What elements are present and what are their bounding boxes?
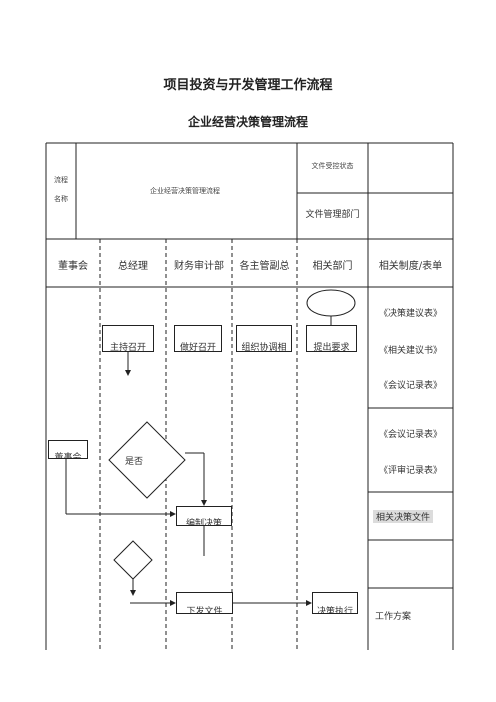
process-label-1: 流程: [54, 176, 68, 184]
process-name: 企业经营决策管理流程: [150, 187, 220, 195]
process-label-2: 名称: [54, 195, 68, 203]
arrowhead-host: [125, 370, 131, 376]
form-meeting-record-2: 《会议记录表》: [378, 430, 442, 440]
file-dept-label: 文件管理部门: [305, 210, 360, 220]
lane-header-board: 董事会: [58, 261, 88, 272]
propose-box: 提出要求: [306, 325, 357, 352]
start-node: [307, 290, 355, 316]
lane-header-finance: 财务审计部: [174, 261, 224, 272]
form-decision-suggestion: 《决策建议表》: [378, 309, 442, 319]
execute-decision-box: 决策执行: [312, 592, 358, 614]
main-title: 项目投资与开发管理工作流程: [163, 78, 333, 93]
record-decision-box: 编制决策: [176, 506, 232, 526]
sub-title: 企业经营决策管理流程: [187, 115, 308, 129]
decision-diamond-2: [114, 541, 152, 579]
arrowhead-diamond2: [130, 590, 136, 596]
arrowhead-record: [201, 500, 207, 506]
file-status-label: 文件受控状态: [311, 162, 354, 170]
lane-header-vp: 各主管副总: [239, 261, 290, 272]
form-related-proposal: 《相关建议书》: [378, 346, 442, 356]
decision-label: 是否: [124, 457, 143, 467]
lane-header-related-dept: 相关部门: [312, 261, 353, 272]
lane-header-forms: 相关制度/表单: [378, 261, 443, 272]
board-meeting-box: 董事会: [48, 440, 88, 459]
form-work-plan: 工作方案: [374, 612, 411, 622]
issue-document-box: 下发文件: [176, 592, 233, 614]
lane-header-gm: 总经理: [118, 261, 148, 272]
prepare-meeting-box: 做好召开: [174, 325, 222, 352]
form-meeting-record-1: 《会议记录表》: [378, 381, 442, 391]
form-review-record: 《评审记录表》: [378, 466, 442, 476]
arrowhead-issue: [170, 600, 176, 606]
host-meeting-box: 主持召开: [102, 325, 154, 352]
organize-box: 组织协调相: [236, 325, 292, 352]
arrowhead-board: [170, 511, 176, 517]
form-decision-document: 相关决策文件: [373, 510, 433, 523]
decision-diamond: [109, 422, 185, 498]
arrowhead-execute: [306, 600, 312, 606]
